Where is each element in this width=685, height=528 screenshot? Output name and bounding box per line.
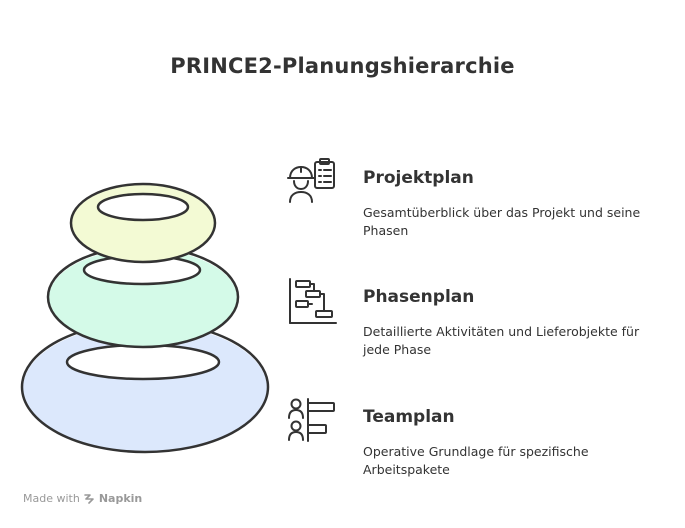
engineer-clipboard-icon [287, 158, 335, 203]
footer-brand: Napkin [98, 492, 143, 505]
item-title: Phasenplan [363, 287, 475, 307]
diagram-title: PRINCE2-Planungshierarchie [170, 54, 515, 78]
made-with-napkin-watermark: Made with Napkin [23, 492, 142, 505]
stacked-rings-illustration [20, 182, 270, 454]
team-assignment-icon [288, 398, 335, 442]
item-title: Teamplan [363, 407, 455, 427]
gantt-chart-icon [289, 278, 337, 324]
ring-phasenplan [46, 245, 240, 349]
item-description: Gesamtüberblick über das Projekt und sei… [363, 205, 641, 238]
item-title: Projektplan [363, 168, 474, 188]
ring-projektplan [69, 182, 217, 264]
item-description: Operative Grundlage für spezifische Arbe… [363, 444, 589, 477]
footer-prefix: Made with [23, 492, 80, 505]
napkin-logo-icon [84, 494, 94, 504]
item-description: Detaillierte Aktivitäten und Lieferobjek… [363, 324, 640, 357]
